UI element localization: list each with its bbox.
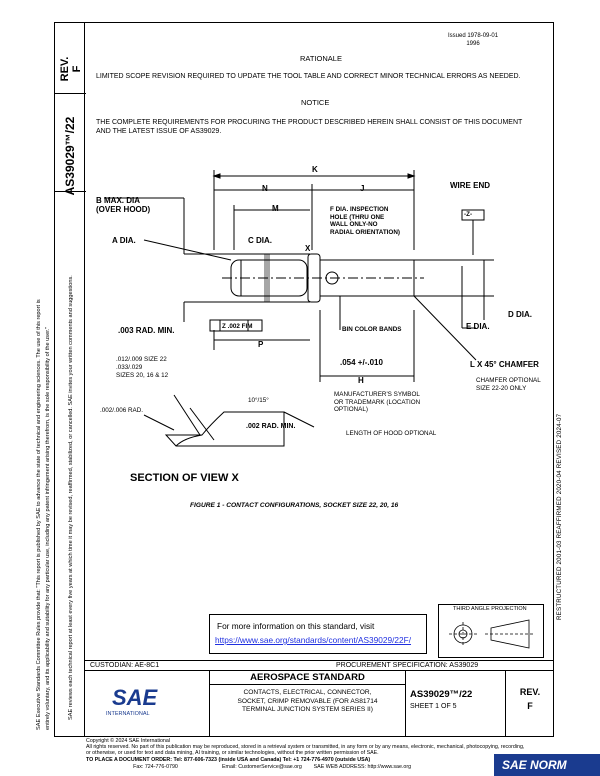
label-size-20-16-12: .033/.029 SIZES 20, 16 & 12 bbox=[116, 364, 169, 379]
label-chamfer-optional: CHAMFER OPTIONAL SIZE 22-20 ONLY bbox=[476, 377, 541, 392]
revision-cell: REV. F bbox=[506, 671, 554, 737]
label-h: H bbox=[358, 376, 364, 385]
stamp-line: 1996 bbox=[466, 41, 480, 47]
label-j: J bbox=[360, 184, 365, 193]
sae-logo-cell: SAE INTERNATIONAL bbox=[84, 671, 210, 737]
label-c-dia: C DIA. bbox=[248, 236, 272, 245]
contact-drawing bbox=[104, 170, 494, 447]
label-rad-min: .003 RAD. MIN. bbox=[118, 326, 175, 335]
label-rad-002-006: .002/.006 RAD. bbox=[100, 407, 144, 414]
revision-label: REV. bbox=[519, 687, 541, 697]
sae-norm-banner[interactable]: SAE NORM bbox=[494, 754, 600, 776]
label-b-max-dia: B MAX. DIA (OVER HOOD) bbox=[96, 196, 151, 214]
label-dim-054: .054 +/-.010 bbox=[340, 358, 383, 367]
rev-vertical-label: REV. F bbox=[59, 56, 83, 82]
revision-history-vertical: RESTRUCTURED 2001-03 REAFFIRMED 2020-04 … bbox=[556, 413, 563, 620]
left-margin-column: REV. F AS39029™/22 bbox=[54, 22, 86, 737]
stamp-line: Issued 1978-09-01 bbox=[448, 33, 499, 39]
sae-logo: SAE INTERNATIONAL bbox=[106, 685, 159, 717]
notice-title: NOTICE bbox=[301, 98, 330, 107]
section-title: SECTION OF VIEW X bbox=[130, 472, 239, 484]
column-divider bbox=[55, 191, 86, 192]
document-number: AS39029™/22 bbox=[410, 689, 473, 700]
label-size-22: .012/.009 SIZE 22 bbox=[116, 356, 167, 363]
custodian-row: CUSTODIAN: AE-8C1 PROCUREMENT SPECIFICAT… bbox=[84, 660, 554, 671]
rationale-title: RATIONALE bbox=[300, 54, 342, 63]
info-text: For more information on this standard, v… bbox=[217, 621, 375, 631]
side-notice-1: SAE Executive Standards Committee Rules … bbox=[36, 299, 42, 730]
doc-number-vertical: AS39029™/22 bbox=[63, 116, 77, 196]
label-z-datum: -Z- bbox=[464, 211, 473, 218]
sae-logo-text: SAE bbox=[112, 685, 159, 710]
procurement-spec: PROCUREMENT SPECIFICATION: AS39029 bbox=[336, 662, 479, 669]
info-box: For more information on this standard, v… bbox=[209, 614, 427, 654]
projection-symbol bbox=[449, 619, 535, 649]
order-info: TO PLACE A DOCUMENT ORDER: Tel: 877-606-… bbox=[86, 757, 371, 763]
label-wire-end: WIRE END bbox=[450, 181, 490, 190]
third-angle-projection: THIRD ANGLE PROJECTION bbox=[438, 604, 544, 658]
custodian: CUSTODIAN: AE-8C1 bbox=[90, 662, 160, 669]
label-f-dia: F DIA. INSPECTION HOLE (THRU ONE WALL ON… bbox=[330, 206, 400, 236]
revision-value: F bbox=[527, 701, 533, 711]
label-n: N bbox=[262, 184, 268, 193]
rationale-text: LIMITED SCOPE REVISION REQUIRED TO UPDAT… bbox=[96, 73, 521, 80]
label-bin-bands: BIN COLOR BANDS bbox=[342, 326, 402, 333]
side-notice-2: entirely voluntary, and its applicabilit… bbox=[45, 326, 51, 730]
rights-text-2: or otherwise, or used for text and data … bbox=[86, 750, 379, 756]
notice-text: THE COMPLETE REQUIREMENTS FOR PROCURING … bbox=[96, 119, 523, 135]
label-angle: 10°/15° bbox=[248, 397, 269, 404]
label-a-dia: A DIA. bbox=[112, 236, 136, 245]
label-m: M bbox=[272, 204, 279, 213]
document-number-cell: AS39029™/22 SHEET 1 OF 5 bbox=[406, 671, 506, 737]
standard-link[interactable]: https://www.sae.org/standards/content/AS… bbox=[215, 635, 412, 645]
label-d-dia: D DIA. bbox=[508, 310, 532, 319]
label-hood-length: LENGTH OF HOOD OPTIONAL bbox=[346, 430, 437, 437]
contact-info: Fax: 724-776-0790 Email: CustomerService… bbox=[86, 764, 412, 770]
title-block: SAE INTERNATIONAL AEROSPACE STANDARD CON… bbox=[84, 671, 554, 737]
figure-caption: FIGURE 1 - CONTACT CONFIGURATIONS, SOCKE… bbox=[190, 502, 399, 509]
issue-stamp: Issued 1978-09-01 1996 bbox=[448, 32, 498, 48]
label-k: K bbox=[312, 165, 318, 174]
label-tolerance: Z .002 FIM bbox=[222, 323, 253, 330]
column-divider bbox=[55, 93, 86, 94]
sheet-count: SHEET 1 OF 5 bbox=[410, 703, 457, 710]
third-angle-label: THIRD ANGLE PROJECTION bbox=[453, 606, 527, 612]
aerospace-standard-title: AEROSPACE STANDARD bbox=[210, 671, 406, 685]
label-l-chamfer: L X 45° CHAMFER bbox=[470, 360, 539, 369]
sae-logo-subtext: INTERNATIONAL bbox=[106, 711, 150, 717]
side-notice-3: SAE reviews each technical report at lea… bbox=[68, 275, 74, 720]
label-manufacturer: MANUFACTURER'S SYMBOL OR TRADEMARK (LOCA… bbox=[334, 391, 421, 413]
document-description: CONTACTS, ELECTRICAL, CONNECTOR, SOCKET,… bbox=[210, 685, 406, 737]
drawing-sheet-frame bbox=[84, 22, 554, 737]
rights-text: All rights reserved. No part of this pub… bbox=[86, 744, 525, 750]
label-x: X bbox=[305, 244, 311, 253]
sae-norm-text: SAE NORM bbox=[502, 758, 567, 772]
label-e-dia: E DIA. bbox=[466, 322, 490, 331]
label-rad-002-min: .002 RAD. MIN. bbox=[246, 423, 296, 430]
copyright: Copyright © 2024 SAE International bbox=[86, 738, 170, 744]
label-p: P bbox=[258, 340, 264, 349]
